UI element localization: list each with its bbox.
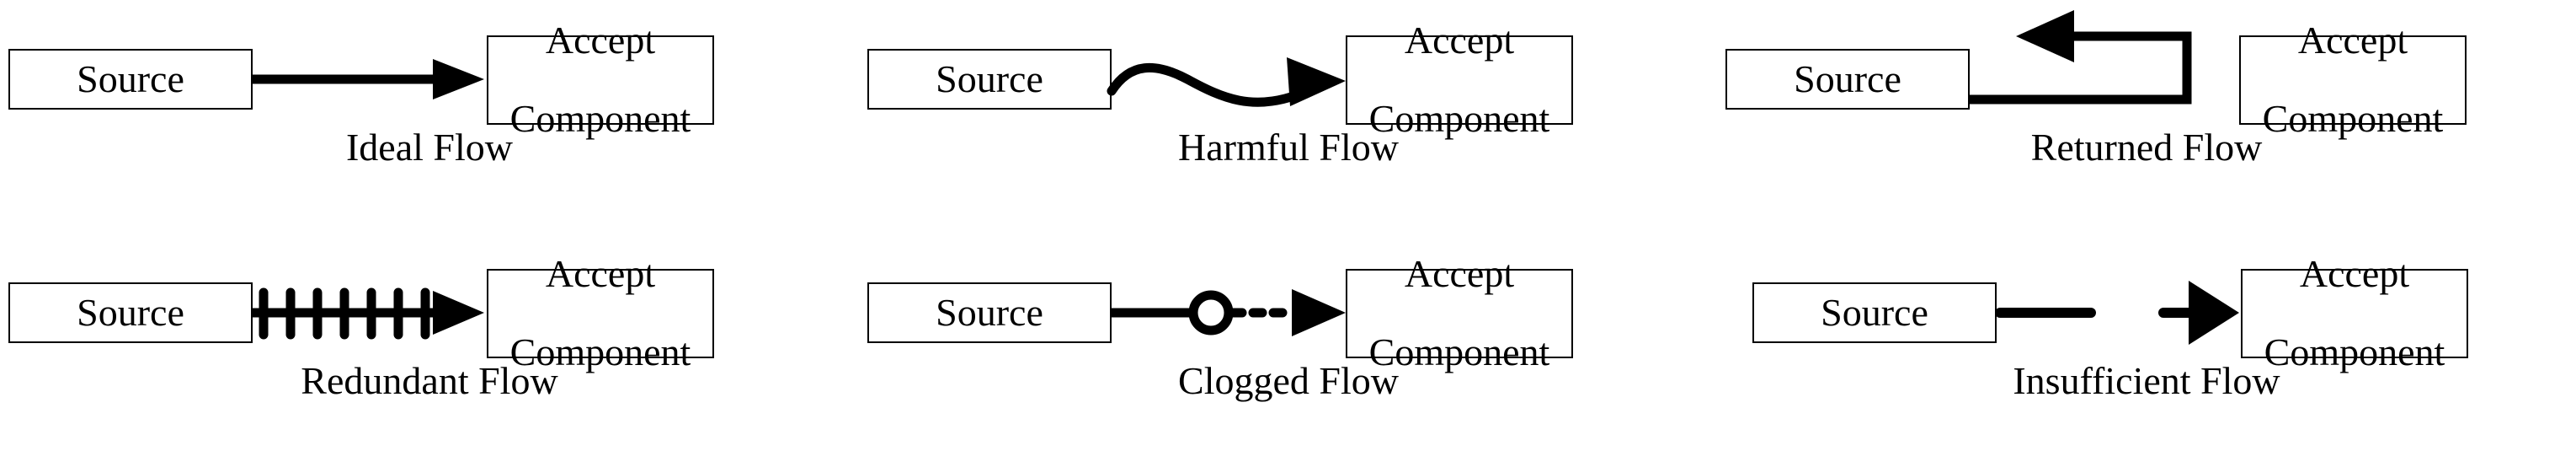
source-node-label: Source — [1794, 56, 1901, 100]
redundancy-ticks — [259, 287, 430, 340]
accept-node-label-line1: Accept — [2297, 18, 2408, 62]
source-node: Source — [1752, 282, 1997, 343]
source-node-label: Source — [936, 290, 1043, 334]
panel-clogged-flow: Source Accept Component Clogged Flow — [859, 234, 1718, 467]
accept-node-label-line1: Accept — [1404, 251, 1515, 295]
panel-caption: Insufficient Flow — [2013, 359, 2280, 402]
accept-node-label-line2: Component — [2262, 97, 2444, 141]
accept-component-node: Accept Component — [1346, 20, 1573, 138]
source-node-label: Source — [77, 56, 184, 100]
source-node-label: Source — [1821, 290, 1928, 334]
panel-returned-flow: Source Accept Component Returned Flow — [1717, 0, 2576, 234]
panel-caption: Clogged Flow — [1178, 359, 1399, 402]
source-node: Source — [867, 49, 1112, 110]
panel-caption: Harmful Flow — [1178, 126, 1399, 169]
panel-caption: Ideal Flow — [345, 126, 513, 169]
panel-redundant-flow: Source Accept Component Redundant Flow — [0, 234, 859, 467]
panel-harmful-flow: Source Accept Component Harmful Flow — [859, 0, 1718, 234]
accept-node-label-line1: Accept — [2299, 251, 2410, 295]
source-node: Source — [1725, 49, 1970, 110]
source-node-label: Source — [77, 290, 184, 334]
accept-node-label-line2: Component — [2264, 330, 2445, 374]
panel-caption: Redundant Flow — [301, 359, 558, 402]
source-node-label: Source — [936, 56, 1043, 100]
accept-component-node: Accept Component — [487, 254, 714, 372]
accept-component-node: Accept Component — [1346, 254, 1573, 372]
accept-node-label-line2: Component — [1368, 330, 1550, 374]
panel-insufficient-flow: Source Accept Component Insufficient Flo… — [1717, 234, 2576, 467]
accept-node-label-line2: Component — [509, 97, 691, 141]
clog-circle-icon — [1188, 290, 1234, 335]
accept-node-label-line1: Accept — [545, 251, 656, 295]
accept-component-node: Accept Component — [2241, 254, 2468, 372]
accept-node-label-line2: Component — [509, 330, 691, 374]
accept-node-label-line2: Component — [1368, 97, 1550, 141]
source-node: Source — [8, 49, 253, 110]
source-node: Source — [8, 282, 253, 343]
source-node: Source — [867, 282, 1112, 343]
accept-node-label-line1: Accept — [1404, 18, 1515, 62]
accept-component-node: Accept Component — [2239, 20, 2467, 138]
accept-node-label-line1: Accept — [545, 18, 656, 62]
accept-component-node: Accept Component — [487, 20, 714, 138]
panel-ideal-flow: Source Accept Component Ideal Flow — [0, 0, 859, 234]
panel-caption: Returned Flow — [2030, 126, 2263, 169]
